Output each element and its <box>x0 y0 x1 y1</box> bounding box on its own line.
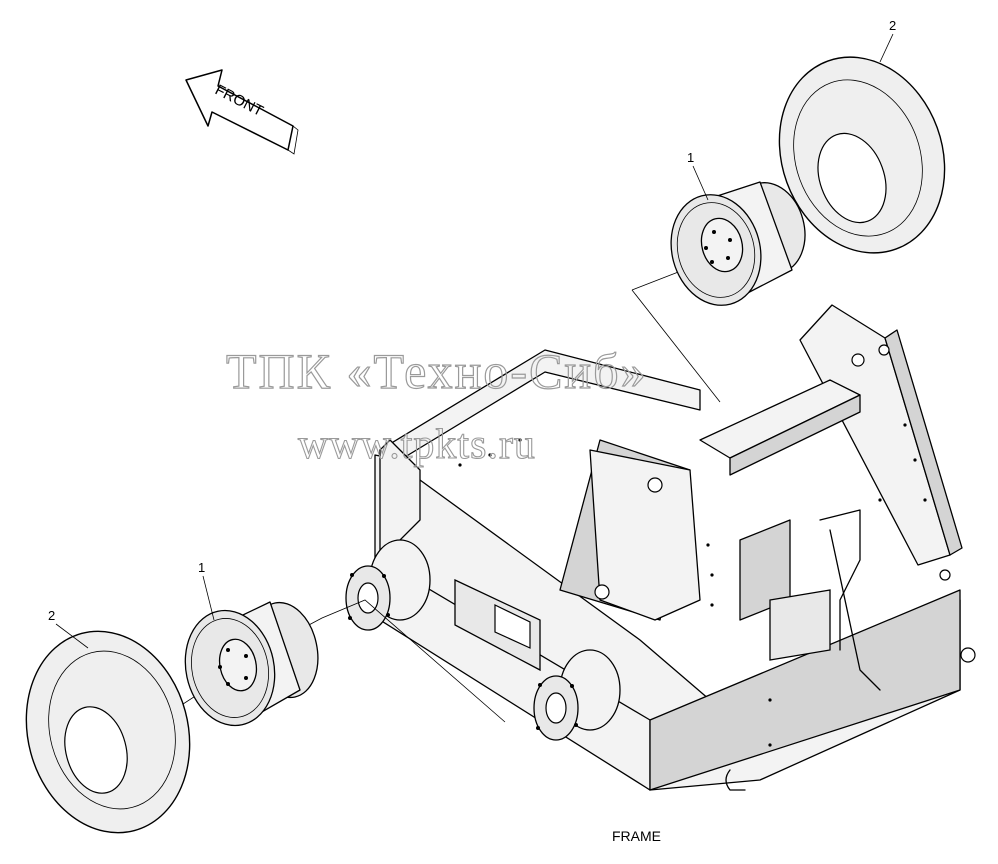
front-arrow: FRONT <box>185 69 299 155</box>
rear-axle-hub <box>533 649 621 741</box>
diagram-caption: FRAME <box>612 828 661 844</box>
machine-frame <box>374 304 976 791</box>
callout-wheel-rim-lower: 1 <box>198 560 215 621</box>
callout-label: 2 <box>889 18 896 33</box>
watermark-url: www.tpkts.ru <box>298 422 536 468</box>
callout-tire-upper: 2 <box>879 18 896 63</box>
callout-tire-lower: 2 <box>48 608 89 649</box>
tire-upper <box>778 56 946 254</box>
tire-lower <box>25 630 191 834</box>
callout-label: 2 <box>48 608 55 623</box>
watermark-company: ТПК «Техно-Сиб» <box>226 343 648 399</box>
callout-label: 1 <box>198 560 205 575</box>
wheel-rim-upper <box>670 181 806 306</box>
front-axle-hub <box>345 539 431 631</box>
callout-label: 1 <box>687 150 694 165</box>
wheel-rim-lower <box>184 601 319 727</box>
callout-wheel-rim-upper: 1 <box>687 150 709 201</box>
